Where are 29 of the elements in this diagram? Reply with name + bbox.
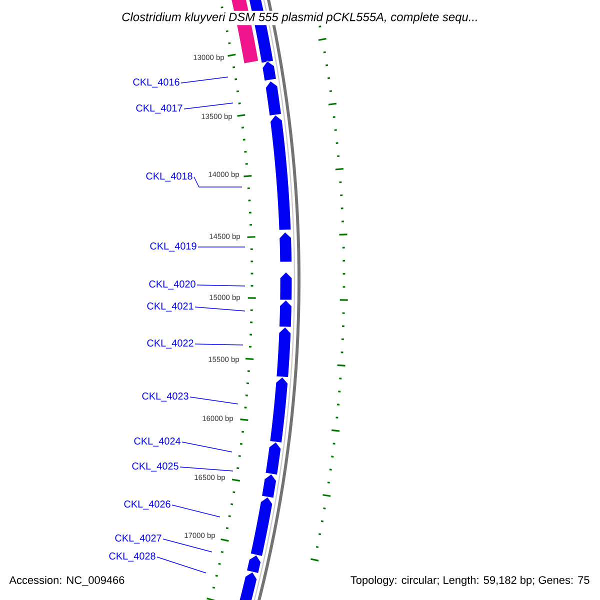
leader-line (198, 246, 246, 248)
gene-label: CKL_4024 (134, 438, 180, 446)
gene-label: CKL_4025 (132, 462, 178, 472)
leader-line (172, 504, 220, 518)
title: Clostridium kluyveri DSM 555 plasmid pCKL555A, complete sequ... (120, 10, 480, 26)
accession-label: Accession: NC_009466 (9, 576, 124, 586)
leader-line (156, 556, 206, 574)
gene-label: CKL_4016 (133, 78, 180, 88)
gene-label: CKL_4018 (146, 172, 192, 182)
gene-label: CKL_4022 (147, 340, 194, 348)
gene-label: CKL_4026 (124, 500, 170, 510)
gene-label: CKL_4020 (149, 280, 196, 290)
gene-label: CKL_4023 (142, 392, 188, 402)
gene-label: CKL_4021 (147, 302, 194, 312)
gene-label: CKL_4019 (150, 242, 196, 252)
leader-line (194, 176, 242, 188)
gene-label: CKL_4027 (115, 534, 162, 544)
summary-label: Topology: circular; Length: 59,182 bp; Genes: 75 (350, 576, 590, 586)
leader-line (194, 306, 246, 312)
leader-line (162, 538, 212, 552)
gene-label: CKL_4017 (136, 104, 182, 114)
leader-line (180, 466, 234, 472)
leader-line (184, 102, 234, 110)
leader-line (182, 442, 232, 452)
gene-label: CKL_4028 (109, 552, 156, 562)
leader-line (180, 76, 228, 84)
leader-line (194, 344, 244, 346)
leader-line (196, 284, 246, 286)
leader-line (190, 396, 238, 404)
